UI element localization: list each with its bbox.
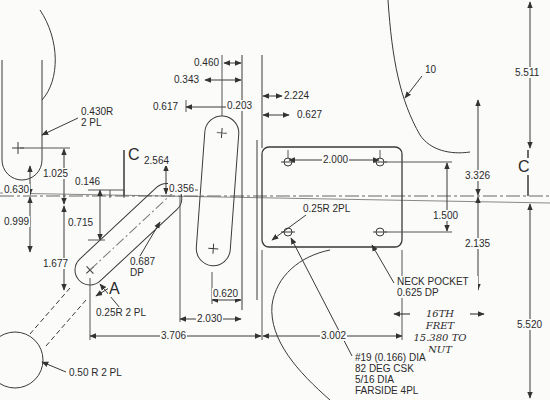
dimension-label: 0.999 [3,216,30,227]
corner-hole [0,332,43,388]
hole-note: #19 (0.166) DIA 82 DEG CSK 5/16 DIA FARS… [354,352,432,396]
dimension-label: 2.224 [283,90,310,101]
dimension-label: 0.627 [296,109,323,120]
paper-edge [0,193,550,203]
dimension-label: 2.000 [322,154,349,165]
dimension-label: 0.460 [193,57,220,68]
section-marker: C [517,158,531,175]
dimension-label: 1.500 [432,210,459,221]
pocket-step [257,140,258,300]
dimension-label: 3.002 [320,330,347,341]
slot-outline [2,60,42,180]
body-outline [40,10,55,100]
depth-note: 0.687 DP [129,256,165,278]
extension-line [242,55,243,310]
screw-holes [281,158,387,236]
dimension-label: 3.706 [160,330,187,341]
neck-pocket-note: NECK POCKET 0.625 DP [396,276,478,298]
neck-pocket [262,147,402,247]
dimension-lines [30,2,530,398]
center-line [0,196,550,197]
dimension-label: 2.564 [143,155,170,166]
dimension-label: 0.146 [74,176,101,187]
callout-number: 10 [424,64,437,75]
body-outline [272,250,330,400]
body-outline [388,0,470,153]
dimension-label: 2.030 [196,313,223,324]
dimension-label: 0.343 [173,74,200,85]
dimension-label: 2.135 [464,238,491,249]
dimension-label: 3.326 [464,170,491,181]
section-line [123,150,125,196]
leader-lines [42,76,422,372]
dimension-label: 5.511 [514,67,540,78]
section-marker: A [108,280,121,297]
extension-line [262,55,263,148]
dimension-label: 0.203 [226,100,253,111]
radius-note: 0.50 R 2 PL [68,367,123,378]
dimension-label: 0.356 [168,183,195,194]
vertical-slot [195,115,240,267]
hidden-line [30,288,86,346]
dimension-label: 5.520 [516,319,543,330]
handwritten-note: 16TH FRET 15.380 TO NUT [410,308,470,356]
extension-lines [20,55,452,340]
section-marker: C [127,146,141,163]
radius-note: 0.430R 2 PL [80,106,122,128]
dimension-label: 0.617 [152,101,179,112]
dimension-label: 0.630 [3,184,30,195]
dimension-label: 1.025 [42,168,69,179]
dimension-label: 0.620 [212,288,239,299]
radius-note: 0.25R 2PL [302,203,351,214]
dimension-label: 1.677 [42,258,69,269]
radius-note: 0.25R 2 PL [95,307,147,318]
dimension-label: 0.715 [67,217,94,228]
